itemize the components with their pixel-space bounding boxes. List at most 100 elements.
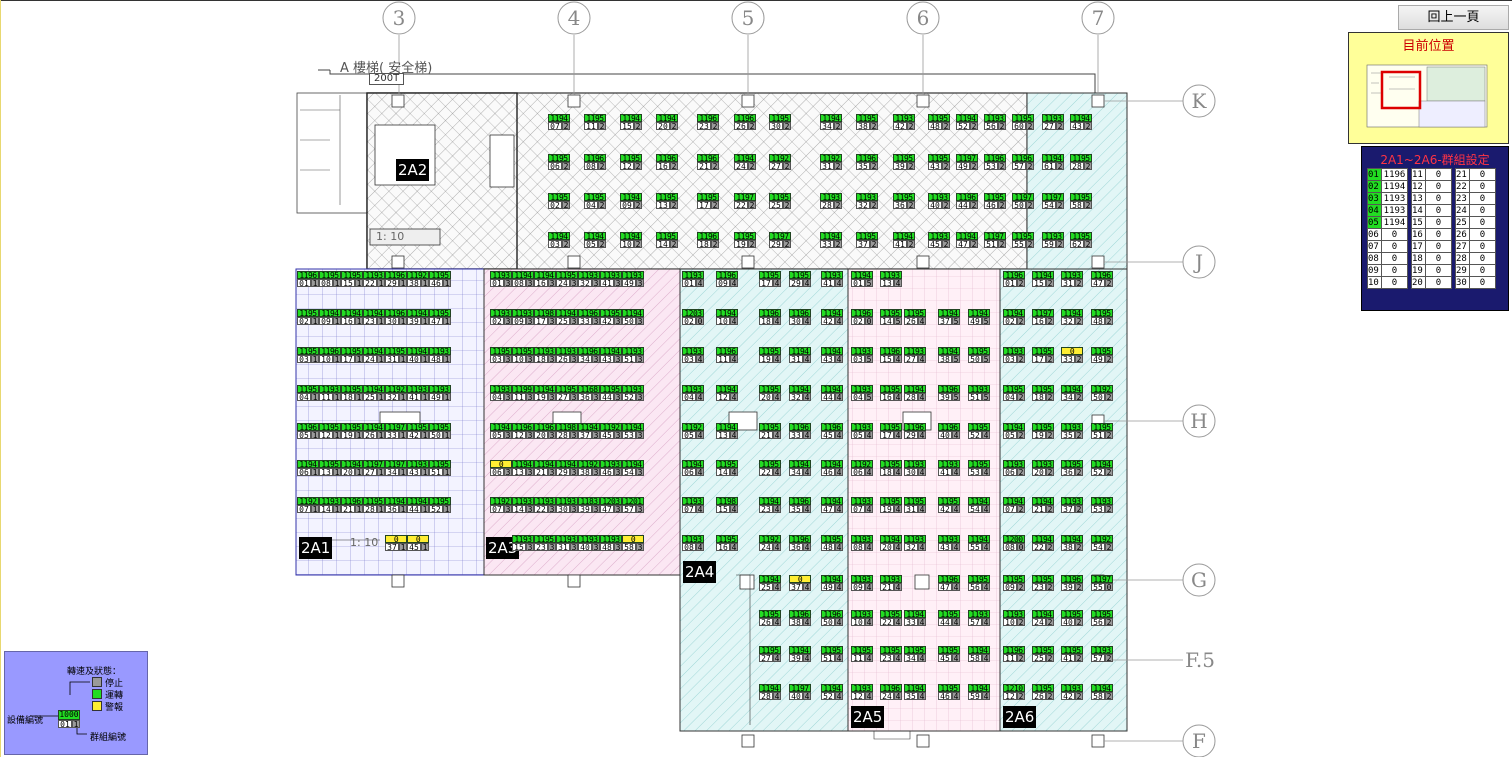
group-speed-value[interactable]: 1193 — [1381, 192, 1408, 205]
group-speed-value[interactable]: 0 — [1469, 168, 1496, 181]
area-label-2a4[interactable]: 2A4 — [683, 561, 717, 583]
group-speed-value[interactable]: 0 — [1469, 216, 1496, 229]
